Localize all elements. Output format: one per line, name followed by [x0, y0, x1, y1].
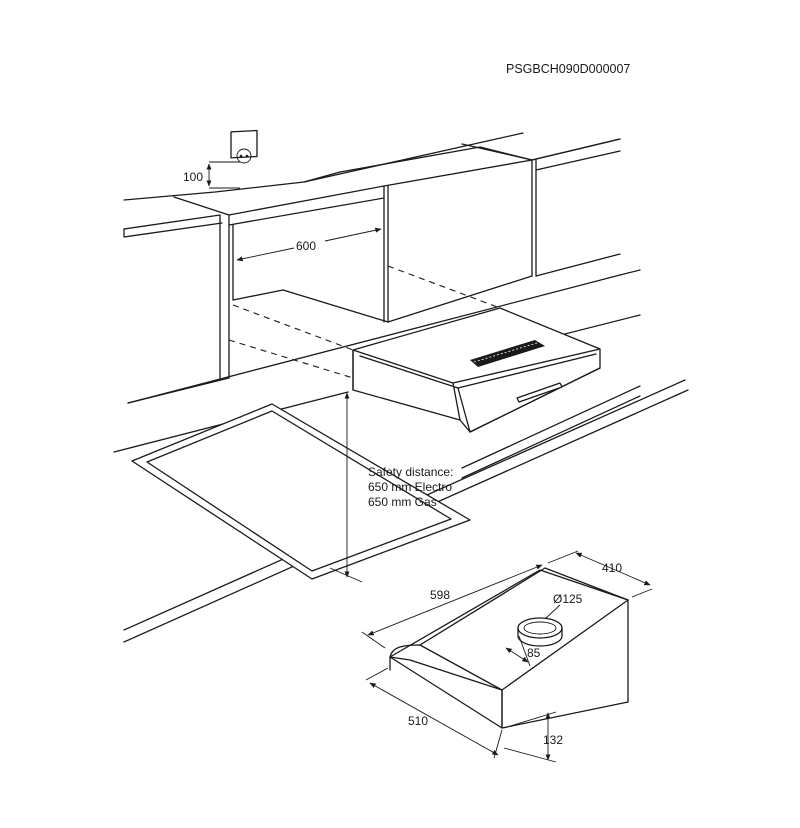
hood-bottom-depth-dimension: 510 — [365, 667, 503, 759]
duct-diameter-dimension: Ø125 — [544, 592, 583, 620]
hidden-edges — [228, 265, 501, 379]
duct-diameter-label: Ø125 — [553, 592, 583, 606]
safety-distance-dimension — [329, 392, 363, 583]
duct-offset-label: 85 — [527, 646, 541, 660]
hood-bottom-depth-label: 510 — [408, 714, 428, 728]
socket-height-dimension: 100 — [183, 161, 240, 189]
document-code: PSGBCH090D000007 — [506, 62, 630, 76]
hood-width-dimension: 598 — [361, 564, 543, 649]
hood-height-dimension: 132 — [503, 711, 563, 763]
socket-height-label: 100 — [183, 170, 203, 184]
vent-grille — [470, 340, 545, 367]
wall-cabinets — [123, 132, 621, 404]
hood-depth-dimension: 410 — [547, 550, 653, 598]
cabinet-width-label: 600 — [296, 239, 316, 253]
installed-hood — [352, 307, 601, 433]
hob — [131, 403, 471, 580]
safety-distance-electro: 650 mm Electro — [368, 480, 452, 494]
hood-depth-label: 410 — [602, 561, 622, 575]
hood-width-label: 598 — [430, 588, 450, 602]
safety-distance-title: Safety distance: — [368, 465, 453, 479]
hood-height-label: 132 — [543, 733, 563, 747]
cabinet-width-dimension: 600 — [236, 227, 382, 262]
safety-distance-gas: 650 mm Gas — [368, 495, 437, 509]
hood-detail — [389, 567, 629, 729]
duct-offset-dimension: 85 — [505, 635, 541, 667]
power-socket-icon — [230, 129, 258, 164]
